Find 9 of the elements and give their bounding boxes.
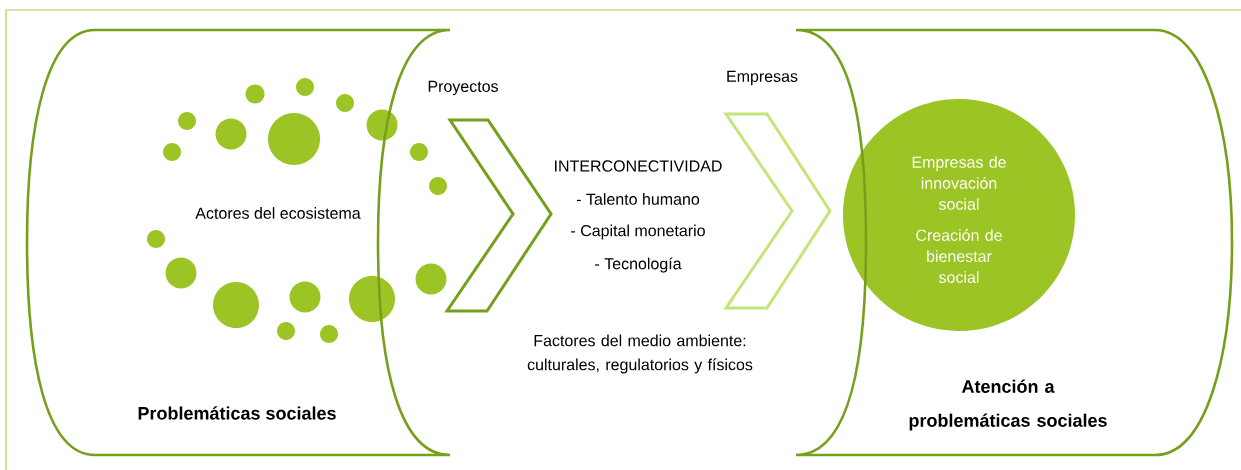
chevron-arrow bbox=[723, 112, 832, 310]
arrow-caption: Proyectos bbox=[428, 80, 498, 96]
note-text: Factores del medio ambiente: culturales, regulatorios y físicos bbox=[527, 334, 753, 374]
list-item: - Talento humano bbox=[576, 193, 700, 205]
list-item: - Tecnología bbox=[595, 257, 682, 273]
label-text: Actores del ecosistema bbox=[195, 207, 361, 219]
chevron-arrow bbox=[444, 118, 553, 313]
heading-text: INTERCONECTIVIDAD bbox=[555, 160, 722, 172]
list-item: - Capital monetario bbox=[571, 224, 705, 240]
